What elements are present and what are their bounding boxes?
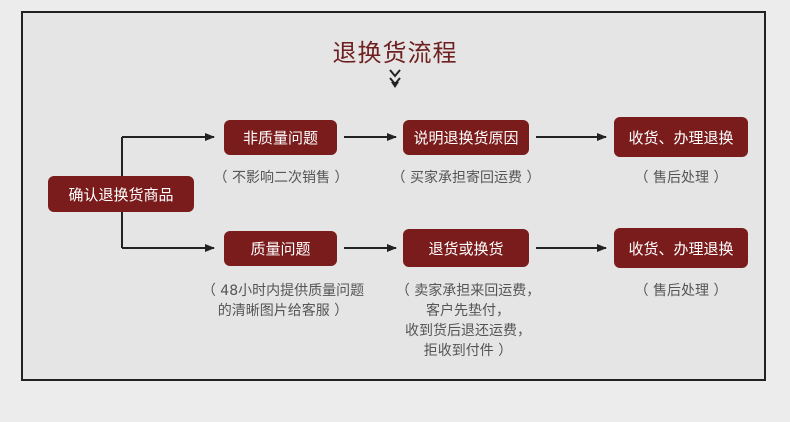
action-note-seller-shipping: （ 卖家承担来回运费， 客户先垫付， 收到货后退还运费， 拒收到付件 ） (395, 283, 541, 359)
start-box-label: 确认退换货商品 (68, 185, 174, 204)
condition-label: 非质量问题 (242, 129, 318, 147)
diagram-title: 退换货流程 (332, 39, 458, 67)
condition-note-non-quality: （ 不影响二次销售 ） (213, 170, 349, 186)
result-label: 收货、办理退换 (628, 128, 734, 147)
result-label: 收货、办理退换 (628, 239, 734, 258)
result-box-row2: 收货、办理退换 (614, 228, 748, 268)
condition-box-quality: 质量问题 (224, 231, 337, 266)
start-box: 确认退换货商品 (48, 176, 194, 212)
condition-box-non-quality: 非质量问题 (224, 120, 337, 155)
result-note-row1: （ 售后处理 ） (634, 170, 728, 186)
action-label: 说明退换货原因 (413, 129, 519, 147)
condition-note-quality: （ 48小时内提供质量问题 的清晰图片给客服 ） (201, 283, 365, 319)
action-note-buyer-shipping: （ 买家承担寄回运费 ） (391, 170, 541, 186)
result-box-row1: 收货、办理退换 (614, 117, 748, 157)
condition-label: 质量问题 (250, 240, 311, 258)
title-down-arrow (389, 69, 401, 88)
action-box-return-or-exchange: 退货或换货 (403, 229, 529, 267)
action-label: 退货或换货 (428, 239, 504, 258)
action-box-explain-reason: 说明退换货原因 (403, 120, 529, 155)
result-note-row2: （ 售后处理 ） (634, 283, 728, 299)
